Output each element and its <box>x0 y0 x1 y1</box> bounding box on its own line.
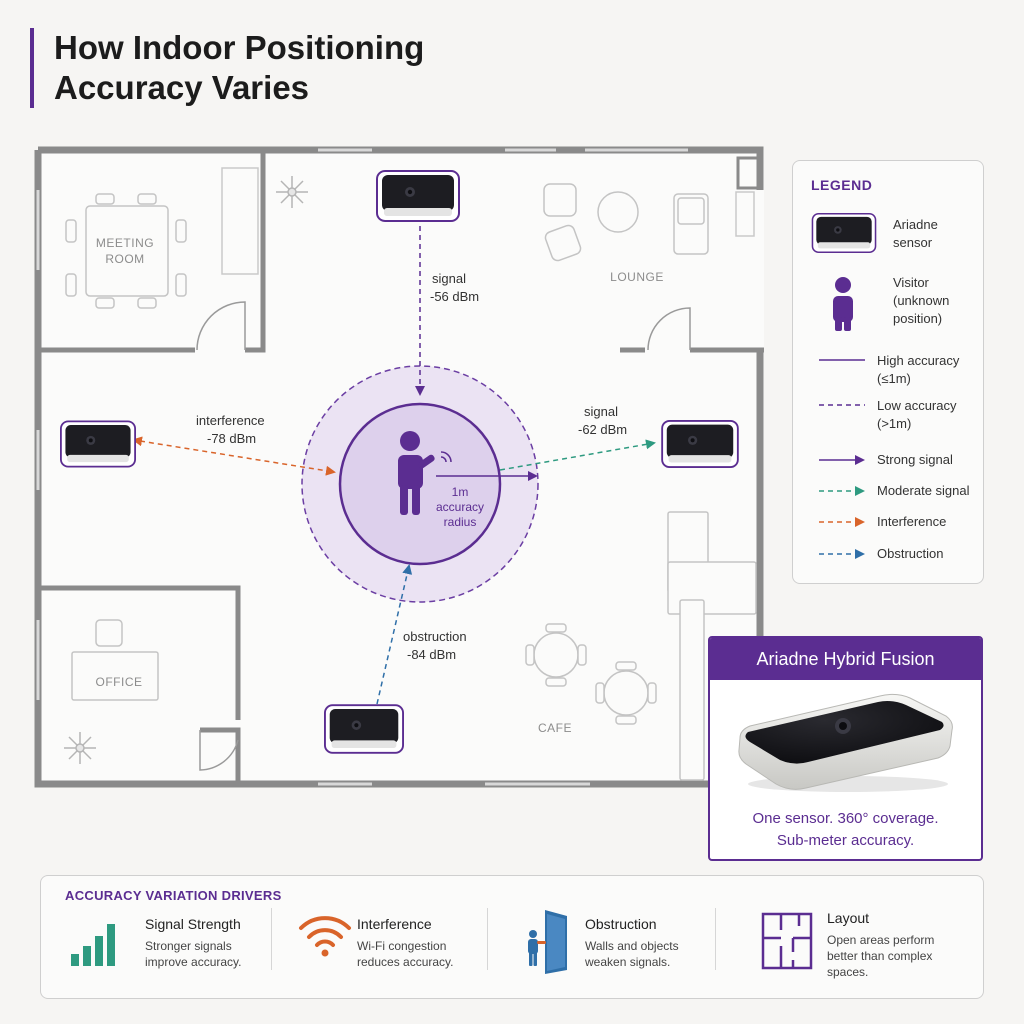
office-desk <box>71 619 159 701</box>
label-top-2: -56 dBm <box>430 289 479 304</box>
legend-strong-label: Strong signal <box>877 452 953 467</box>
fusion-caption-2: Sub-meter accuracy. <box>776 832 915 849</box>
room-label-office: OFFICE <box>96 675 143 689</box>
driver-desc-interference: Wi-Fi congestion reduces accuracy. <box>357 939 454 969</box>
wave-icon <box>440 451 452 463</box>
radius-label-3: radius <box>444 515 477 529</box>
driver-obstruction: Obstruction Walls and objects weaken sig… <box>523 908 723 988</box>
legend-title: LEGEND <box>811 177 873 193</box>
driver-name-obstruction: Obstruction <box>585 916 657 932</box>
page-title-line-1: How Indoor Positioning <box>54 29 425 66</box>
cabinets <box>221 167 755 275</box>
driver-desc-obstruction: Walls and objects weaken signals. <box>585 939 679 969</box>
legend-interference-label: Interference <box>877 514 947 529</box>
driver-name-layout: Layout <box>827 910 870 926</box>
windows <box>36 148 688 786</box>
page-title-line-2: Accuracy Varies <box>54 69 310 106</box>
driver-desc-layout: Open areas perform better than complex s… <box>827 933 935 979</box>
cafe-tables <box>525 511 757 781</box>
visitor-icon <box>398 431 435 515</box>
label-right-2: -62 dBm <box>578 422 627 437</box>
sensor-top <box>376 170 460 222</box>
moderate-signal-line <box>499 439 656 471</box>
door-person-icon <box>528 910 567 974</box>
layout-icon <box>761 912 813 970</box>
legend-visitor-icon <box>833 277 853 331</box>
sensor-right <box>661 420 739 468</box>
fusion-caption-1: One sensor. 360° coverage. <box>752 810 939 827</box>
plant-icon-2 <box>64 732 96 764</box>
drivers-title: ACCURACY VARIATION DRIVERS <box>65 888 282 903</box>
obstruction-line <box>376 564 413 705</box>
hybrid-fusion-card: Ariadne Hybrid Fusion One sensor. 360° c… <box>708 636 983 861</box>
room-label-meeting: MEETING <box>96 236 154 250</box>
legend-moderate-label: Moderate signal <box>877 483 970 498</box>
signal-bars-icon <box>71 924 115 966</box>
label-left-2: -78 dBm <box>207 431 256 446</box>
room-label-lounge: LOUNGE <box>610 270 664 284</box>
wifi-icon <box>299 916 351 957</box>
legend-obstruction-label: Obstruction <box>877 546 944 561</box>
separator <box>715 908 716 970</box>
driver-layout: Layout Open areas perform better than co… <box>759 908 969 988</box>
label-right-1: signal <box>584 404 618 419</box>
fusion-sensor-image <box>738 693 953 792</box>
legend-sensor-icon <box>811 213 877 253</box>
plant-icon <box>276 176 308 208</box>
separator <box>271 908 272 970</box>
label-top-1: signal <box>432 271 466 286</box>
radius-label-2: accuracy <box>436 500 484 514</box>
label-left-1: interference <box>196 413 265 428</box>
driver-desc-signal: Stronger signals improve accuracy. <box>145 939 242 969</box>
driver-name-interference: Interference <box>357 916 432 932</box>
label-bottom-1: obstruction <box>403 629 467 644</box>
sensor-left <box>60 420 136 468</box>
sensor-bottom <box>324 704 404 754</box>
corner-column <box>736 156 760 190</box>
room-label-meeting-2: ROOM <box>105 252 144 266</box>
room-label-cafe: CAFE <box>538 721 572 735</box>
driver-signal-strength: Signal Strength Stronger signals improve… <box>69 908 269 988</box>
title-block: How Indoor Positioning Accuracy Varies <box>30 28 424 108</box>
lounge-furniture <box>543 183 709 262</box>
radius-label-1: 1m <box>452 485 469 499</box>
legend-low-label: Low accuracy(>1m) <box>877 398 957 431</box>
legend-high-label: High accuracy(≤1m) <box>877 353 960 386</box>
legend-symbols <box>811 213 877 559</box>
meeting-table <box>65 193 187 309</box>
accuracy-drivers-panel: ACCURACY VARIATION DRIVERS Signal Streng… <box>40 875 984 999</box>
interference-line <box>139 440 336 476</box>
label-bottom-2: -84 dBm <box>407 647 456 662</box>
separator <box>487 908 488 970</box>
door-swings <box>196 301 691 771</box>
driver-interference: Interference Wi-Fi congestion reduces ac… <box>295 908 495 988</box>
fusion-title: Ariadne Hybrid Fusion <box>710 638 981 680</box>
driver-name-signal: Signal Strength <box>145 916 241 932</box>
interior-walls <box>38 150 764 784</box>
